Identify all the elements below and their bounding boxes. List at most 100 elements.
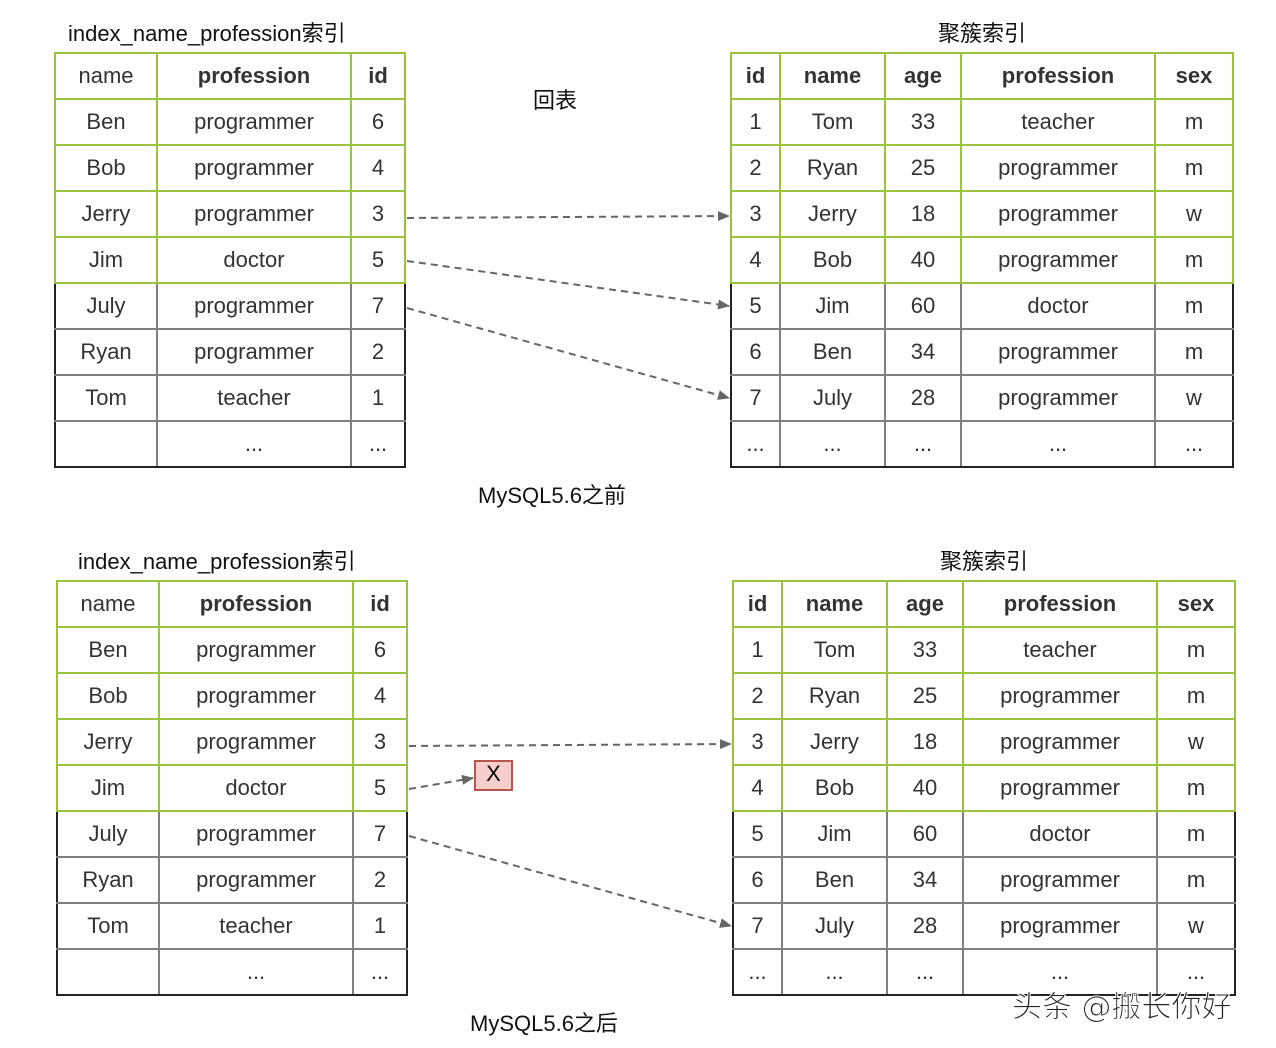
header-cell-name: name bbox=[781, 580, 888, 628]
table-cell: July bbox=[54, 282, 158, 330]
table-cell: teacher bbox=[960, 98, 1156, 146]
table-cell: ... bbox=[884, 420, 962, 468]
table-cell: 25 bbox=[884, 144, 962, 192]
table-cell: programmer bbox=[158, 718, 354, 766]
table-cell: 4 bbox=[350, 144, 406, 192]
table-cell: 3 bbox=[730, 190, 781, 238]
table-cell: ... bbox=[960, 420, 1156, 468]
table-cell: Ryan bbox=[56, 856, 160, 904]
table-cell: Ben bbox=[779, 328, 886, 376]
table-cell: m bbox=[1154, 282, 1234, 330]
table-cell: 1 bbox=[352, 902, 408, 950]
table-cell: w bbox=[1156, 902, 1236, 950]
table-cell: 7 bbox=[730, 374, 781, 422]
top-cluster-title: 聚簇索引 bbox=[938, 21, 1027, 46]
table-cell: Ben bbox=[56, 626, 160, 674]
table-cell: programmer bbox=[158, 672, 354, 720]
table-cell: 7 bbox=[352, 810, 408, 858]
table-cell: Jim bbox=[56, 764, 160, 812]
table-cell: 28 bbox=[884, 374, 962, 422]
table-cell: ... bbox=[962, 948, 1158, 996]
table-cell: Jim bbox=[779, 282, 886, 330]
table-cell: doctor bbox=[158, 764, 354, 812]
table-cell: 4 bbox=[732, 764, 783, 812]
table-cell: m bbox=[1156, 672, 1236, 720]
table-cell: 6 bbox=[732, 856, 783, 904]
table-cell: ... bbox=[156, 420, 352, 468]
table-cell: 34 bbox=[884, 328, 962, 376]
table-cell: 4 bbox=[730, 236, 781, 284]
table-cell: ... bbox=[779, 420, 886, 468]
table-cell: 5 bbox=[732, 810, 783, 858]
table-cell: w bbox=[1156, 718, 1236, 766]
table-cell: July bbox=[781, 902, 888, 950]
table-cell: programmer bbox=[962, 718, 1158, 766]
table-cell: 1 bbox=[732, 626, 783, 674]
table-cell: ... bbox=[1154, 420, 1234, 468]
table-cell: ... bbox=[158, 948, 354, 996]
table-cell: programmer bbox=[156, 190, 352, 238]
table-cell: ... bbox=[730, 420, 781, 468]
table-cell: 6 bbox=[352, 626, 408, 674]
table-cell: 5 bbox=[352, 764, 408, 812]
table-cell: programmer bbox=[960, 190, 1156, 238]
table-cell: Ryan bbox=[781, 672, 888, 720]
table-cell: doctor bbox=[962, 810, 1158, 858]
table-cell: doctor bbox=[960, 282, 1156, 330]
table-cell: July bbox=[56, 810, 160, 858]
header-cell-profession: profession bbox=[962, 580, 1158, 628]
table-cell: ... bbox=[352, 948, 408, 996]
bottom-index-title: index_name_profession索引 bbox=[78, 549, 356, 574]
table-cell: 4 bbox=[352, 672, 408, 720]
table-cell: programmer bbox=[156, 98, 352, 146]
table-cell: programmer bbox=[960, 144, 1156, 192]
arrow-top-jim bbox=[406, 260, 730, 310]
table-cell: 2 bbox=[730, 144, 781, 192]
table-cell: Ryan bbox=[54, 328, 158, 376]
table-cell: 3 bbox=[732, 718, 783, 766]
header-cell-profession: profession bbox=[960, 52, 1156, 100]
table-cell: Ben bbox=[781, 856, 888, 904]
table-cell: teacher bbox=[962, 626, 1158, 674]
top-index-title: index_name_profession索引 bbox=[68, 21, 346, 46]
table-cell: programmer bbox=[158, 810, 354, 858]
arrow-bottom-jerry bbox=[408, 739, 732, 750]
arrow-top-july bbox=[406, 307, 730, 400]
header-cell-id: id bbox=[352, 580, 408, 628]
table-cell: m bbox=[1154, 328, 1234, 376]
table-cell: Bob bbox=[54, 144, 158, 192]
table-cell: 5 bbox=[350, 236, 406, 284]
table-cell: Bob bbox=[56, 672, 160, 720]
table-cell: teacher bbox=[158, 902, 354, 950]
table-cell: m bbox=[1154, 236, 1234, 284]
table-cell: m bbox=[1156, 856, 1236, 904]
table-cell: m bbox=[1156, 810, 1236, 858]
table-cell: 18 bbox=[886, 718, 964, 766]
table-cell: 25 bbox=[886, 672, 964, 720]
header-cell-id: id bbox=[350, 52, 406, 100]
header-cell-name: name bbox=[56, 580, 160, 628]
table-cell: teacher bbox=[156, 374, 352, 422]
table-row: ...... bbox=[54, 420, 406, 468]
table-cell: July bbox=[779, 374, 886, 422]
table-cell: w bbox=[1154, 190, 1234, 238]
table-cell: 5 bbox=[730, 282, 781, 330]
table-cell: ... bbox=[886, 948, 964, 996]
table-cell: programmer bbox=[156, 328, 352, 376]
